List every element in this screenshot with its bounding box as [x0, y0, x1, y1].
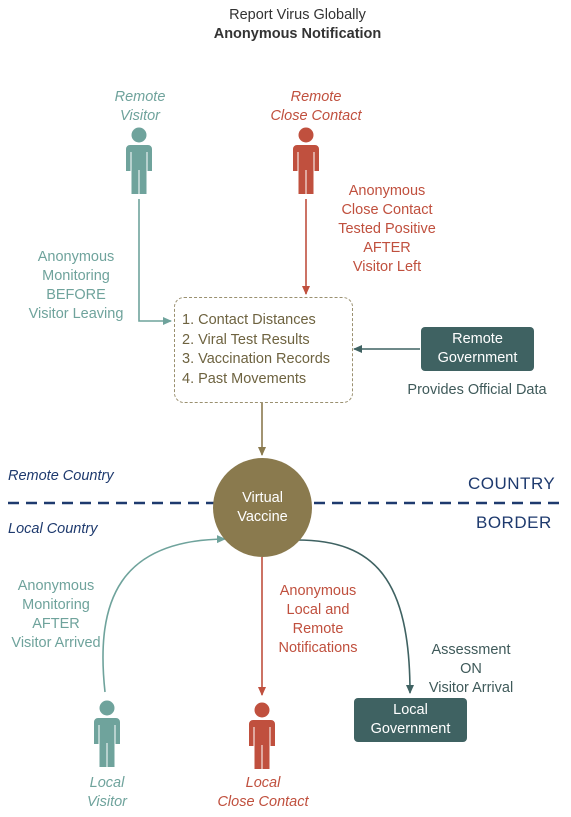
note-line: Assessment	[431, 642, 511, 658]
anonymous-close-contact-note: Anonymous Close Contact Tested Positive …	[322, 182, 452, 277]
country-label: COUNTRY	[468, 474, 556, 493]
note-line: ON	[460, 661, 482, 677]
data-list-item: 3. Vaccination Records	[182, 351, 331, 367]
data-list-item: 1. Contact Distances	[182, 312, 316, 328]
diagram-title: Report Virus Globally Anonymous Notifica…	[185, 6, 410, 44]
note-line: BEFORE	[46, 287, 106, 303]
local-country-label: Local Country	[8, 521, 98, 537]
data-list-box: 1. Contact Distances 2. Viral Test Resul…	[174, 297, 353, 403]
arrow-local-visitor-to-vaccine	[102, 535, 226, 693]
note-line: Anonymous	[17, 578, 95, 594]
local-government-line-1: Local	[393, 702, 428, 718]
note-line: Anonymous	[37, 249, 115, 265]
monitoring-after-note: Anonymous Monitoring AFTER Visitor Arriv…	[4, 577, 108, 653]
remote-visitor-person-icon	[126, 127, 152, 194]
local-close-contact-person-icon	[249, 702, 275, 769]
remote-visitor-label: Remote Visitor	[100, 88, 180, 126]
local-visitor-line-2: Visitor	[86, 794, 128, 810]
note-line: Local and	[286, 602, 350, 618]
remote-country-label: Remote Country	[8, 468, 114, 484]
remote-government-line-1: Remote	[452, 331, 503, 347]
local-visitor-line-1: Local	[89, 775, 125, 791]
note-line: Visitor Arrival	[428, 680, 514, 696]
data-list-item: 4. Past Movements	[182, 370, 307, 387]
monitoring-before-note: Anonymous Monitoring BEFORE Visitor Leav…	[16, 248, 136, 324]
remote-close-contact-line-1: Remote	[290, 89, 342, 105]
local-government-line-2: Government	[370, 721, 451, 737]
note-line: Visitor Left	[352, 259, 422, 275]
note-line: Visitor Arrived	[11, 635, 101, 651]
remote-government-box: Remote Government	[421, 327, 534, 371]
note-line: Tested Positive	[338, 221, 436, 237]
local-close-contact-label: Local Close Contact	[203, 774, 323, 812]
note-line: AFTER	[363, 240, 411, 256]
data-list-item: 2. Viral Test Results	[182, 331, 310, 348]
arrow-vaccine-to-local-government	[296, 539, 414, 694]
local-close-contact-line-1: Local	[245, 775, 281, 791]
note-line: Notifications	[278, 640, 358, 656]
note-line: Monitoring	[22, 597, 90, 613]
notifications-note: Anonymous Local and Remote Notifications	[266, 582, 370, 658]
note-line: Anonymous	[348, 183, 426, 199]
remote-close-contact-line-2: Close Contact	[270, 108, 362, 124]
local-visitor-label: Local Visitor	[67, 774, 147, 812]
note-line: Close Contact	[341, 202, 433, 218]
remote-government-line-2: Government	[437, 350, 518, 366]
local-visitor-person-icon	[94, 700, 120, 767]
local-government-box: Local Government	[354, 698, 467, 742]
note-line: Monitoring	[42, 268, 110, 284]
data-list: 1. Contact Distances 2. Viral Test Resul…	[182, 311, 330, 389]
note-line: AFTER	[32, 616, 80, 632]
remote-close-contact-person-icon	[293, 127, 319, 194]
assessment-note: Assessment ON Visitor Arrival	[418, 641, 524, 698]
title-line-2: Anonymous Notification	[213, 26, 382, 42]
virtual-vaccine-line-2: Vaccine	[237, 508, 288, 525]
note-line: Visitor Leaving	[28, 306, 124, 322]
provides-official-data-label: Provides Official Data	[407, 382, 547, 398]
virtual-vaccine-line-1: Virtual	[242, 489, 283, 506]
border-label: BORDER	[476, 513, 552, 532]
note-line: Remote	[292, 621, 344, 637]
local-close-contact-line-2: Close Contact	[217, 794, 309, 810]
arrow-remote-visitor-to-data	[138, 199, 172, 325]
note-line: Anonymous	[279, 583, 357, 599]
remote-close-contact-label: Remote Close Contact	[256, 88, 376, 126]
remote-visitor-line-2: Visitor	[119, 108, 161, 124]
title-line-1: Report Virus Globally	[229, 7, 366, 23]
remote-visitor-line-1: Remote	[114, 89, 166, 105]
virtual-vaccine-node: Virtual Vaccine	[213, 458, 312, 557]
